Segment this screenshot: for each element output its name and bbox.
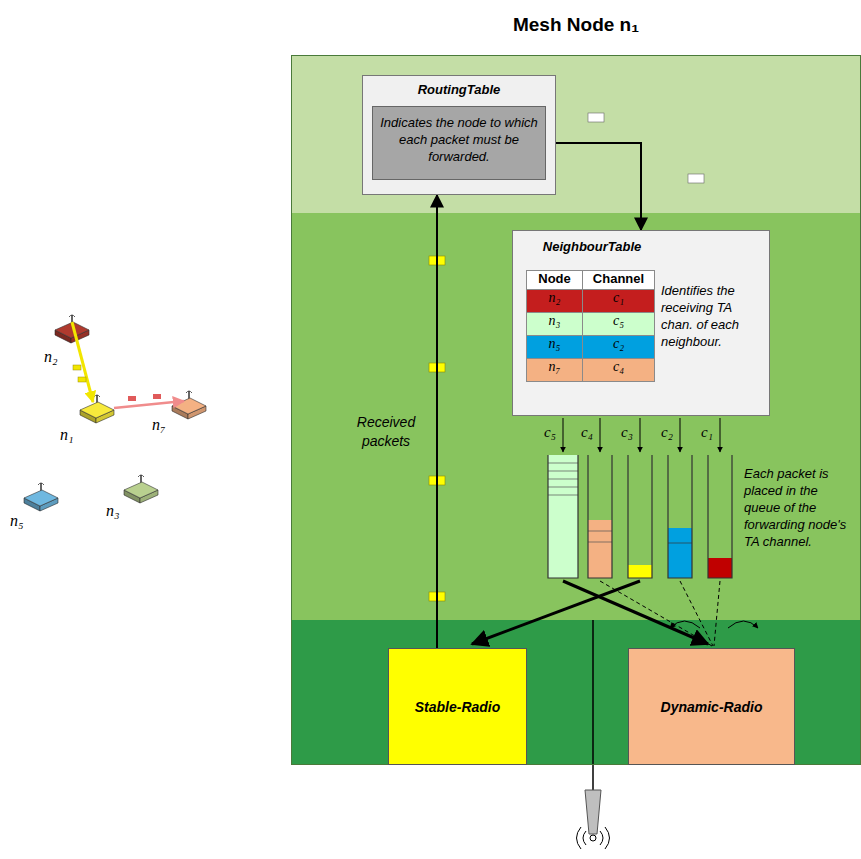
- router-icon: [80, 395, 114, 423]
- queues: [548, 455, 732, 578]
- packet: [78, 377, 86, 382]
- node-label: n₅: [10, 512, 36, 530]
- queue-fill: [628, 565, 652, 578]
- panel-bands: [291, 55, 861, 765]
- channel-label: c₅: [544, 424, 562, 441]
- band: [291, 55, 861, 213]
- node-heading: Stable-Radio: [393, 699, 522, 715]
- routing-description-box: Indicates the node to which each packet …: [372, 106, 546, 180]
- node-heading: Mesh Node n₁: [292, 14, 860, 36]
- table-cell: n₂: [526, 289, 583, 313]
- channel-label: c₄: [581, 424, 599, 441]
- band: [291, 620, 861, 765]
- connector-arrow: [436, 195, 438, 648]
- router-icon: [55, 315, 89, 343]
- channel-label: c₂: [661, 424, 679, 441]
- node-heading: NeighbourTable: [527, 239, 657, 254]
- table-cell: c₂: [582, 335, 655, 359]
- band: [291, 213, 861, 620]
- table-cell: n₅: [526, 335, 583, 359]
- network-sketch: [24, 315, 206, 511]
- note-text: Each packet is placed in the queue of th…: [744, 466, 856, 550]
- radio-feeds: [472, 581, 758, 646]
- node-label: n₁: [60, 426, 86, 444]
- queue-fill: [548, 455, 578, 578]
- node-heading: Dynamic-Radio: [633, 699, 790, 715]
- packet: [153, 394, 161, 399]
- table-cell: n₃: [526, 312, 583, 336]
- connector-arrow: [556, 143, 641, 230]
- mesh-node-panel: Mesh Node n₁RoutingTableIndicates the no…: [291, 55, 861, 765]
- queue-fill: [588, 520, 612, 578]
- radio-box: Dynamic-Radio: [628, 648, 795, 765]
- node-heading: RoutingTable: [363, 82, 555, 97]
- packet: [73, 365, 81, 370]
- table-cell: c₄: [582, 358, 655, 382]
- packet: [128, 396, 136, 401]
- note-text: Received packets: [345, 413, 427, 451]
- flow-arrow: [72, 322, 93, 402]
- node-label: n₃: [106, 502, 132, 520]
- queue-fill: [708, 558, 732, 578]
- routing-table-box: RoutingTableIndicates the node to which …: [362, 75, 556, 195]
- radio-box: Stable-Radio: [388, 648, 527, 765]
- node-description: Identifies the receiving TA chan. of eac…: [661, 283, 765, 351]
- packet: [588, 113, 604, 122]
- table-cell: Channel: [582, 270, 655, 290]
- table-cell: n₇: [526, 358, 583, 382]
- antenna: [577, 620, 610, 849]
- channel-label: c₃: [621, 424, 639, 441]
- flow-arrow: [114, 401, 184, 408]
- packet: [688, 174, 704, 183]
- queue-fill: [668, 528, 692, 578]
- router-icon: [24, 483, 58, 511]
- node-label: n₂: [44, 348, 70, 366]
- router-icon: [172, 391, 206, 419]
- table-cell: Node: [526, 270, 583, 290]
- router-icon: [124, 475, 158, 503]
- node-label: n₇: [152, 416, 178, 434]
- table-cell: c₅: [582, 312, 655, 336]
- table-cell: c₁: [582, 289, 655, 313]
- node-heading: Indicates the node to which each packet …: [379, 115, 539, 166]
- channel-label: c₁: [701, 424, 719, 441]
- channel-arrows: [563, 418, 720, 452]
